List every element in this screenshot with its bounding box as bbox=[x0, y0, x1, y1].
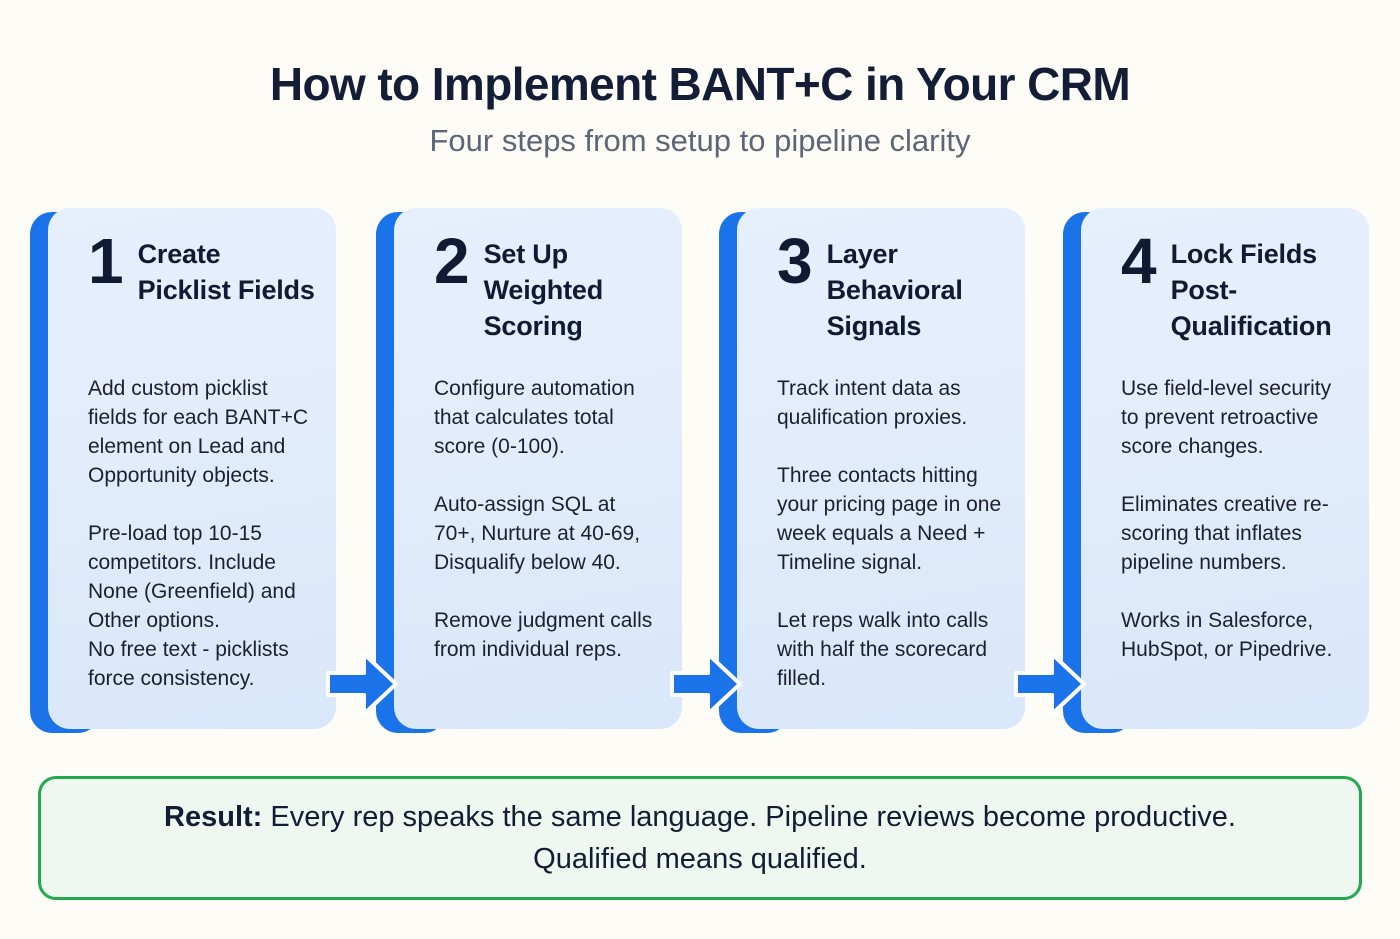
step-paragraph: Configure automation that calculates tot… bbox=[434, 377, 635, 458]
step-body-4: Use field-level security to prevent retr… bbox=[1121, 374, 1349, 664]
arrow-right-icon bbox=[324, 646, 400, 722]
result-banner: Result: Every rep speaks the same langua… bbox=[38, 776, 1362, 900]
step-paragraph: Let reps walk into calls with half the s… bbox=[777, 609, 989, 690]
step-number-3: 3 bbox=[777, 225, 813, 297]
step-title-2: Set Up Weighted Scoring bbox=[483, 239, 604, 341]
step-card-body-3: 3 Layer Behavioral Signals Track intent … bbox=[737, 208, 1025, 729]
step-card-body-2: 2 Set Up Weighted Scoring Configure auto… bbox=[394, 208, 682, 729]
step-card-4: 4 Lock Fields Post-Qualification Use fie… bbox=[1063, 208, 1369, 736]
step-body-2: Configure automation that calculates tot… bbox=[434, 374, 662, 664]
step-card-3: 3 Layer Behavioral Signals Track intent … bbox=[719, 208, 1025, 736]
step-paragraph: Remove judgment calls from individual re… bbox=[434, 609, 653, 661]
step-card-2: 2 Set Up Weighted Scoring Configure auto… bbox=[376, 208, 682, 736]
arrow-right-icon bbox=[668, 646, 744, 722]
step-title-1: Create Picklist Fields bbox=[137, 239, 315, 305]
step-paragraph: Add custom picklist fields for each BANT… bbox=[88, 377, 309, 487]
step-card-1: 1 Create Picklist Fields Add custom pick… bbox=[30, 208, 336, 736]
step-paragraph: Three contacts hitting your pricing page… bbox=[777, 464, 1002, 574]
page-subtitle: Four steps from setup to pipeline clarit… bbox=[429, 123, 971, 158]
step-number-2: 2 bbox=[434, 225, 470, 297]
result-label: Result: bbox=[164, 801, 263, 833]
arrow-right-icon bbox=[1012, 646, 1088, 722]
step-paragraph: Pre-load top 10-15 competitors. Include … bbox=[88, 522, 296, 690]
step-title-3: Layer Behavioral Signals bbox=[826, 239, 963, 341]
page-title: How to Implement BANT+C in Your CRM bbox=[269, 58, 1131, 110]
step-card-body-4: 4 Lock Fields Post-Qualification Use fie… bbox=[1081, 208, 1369, 729]
step-title-4: Lock Fields Post-Qualification bbox=[1170, 239, 1332, 341]
step-paragraph: Works in Salesforce, HubSpot, or Pipedri… bbox=[1121, 609, 1333, 661]
step-body-1: Add custom picklist fields for each BANT… bbox=[88, 374, 316, 693]
step-number-4: 4 bbox=[1121, 225, 1157, 297]
infographic-header: How to Implement BANT+C in Your CRM Four… bbox=[0, 0, 1400, 160]
step-number-1: 1 bbox=[88, 225, 124, 297]
step-header-2: 2 Set Up Weighted Scoring bbox=[434, 225, 662, 350]
step-paragraph: Use field-level security to prevent retr… bbox=[1121, 377, 1332, 458]
step-paragraph: Track intent data as qualification proxi… bbox=[777, 377, 968, 429]
step-card-body-1: 1 Create Picklist Fields Add custom pick… bbox=[48, 208, 336, 729]
step-paragraph: Eliminates creative re-scoring that infl… bbox=[1121, 493, 1329, 574]
step-header-4: 4 Lock Fields Post-Qualification bbox=[1121, 225, 1349, 350]
result-body: Every rep speaks the same language. Pipe… bbox=[262, 801, 1236, 875]
step-header-3: 3 Layer Behavioral Signals bbox=[777, 225, 1005, 350]
steps-row: 1 Create Picklist Fields Add custom pick… bbox=[0, 208, 1400, 738]
step-paragraph: Auto-assign SQL at 70+, Nurture at 40-69… bbox=[434, 493, 641, 574]
step-body-3: Track intent data as qualification proxi… bbox=[777, 374, 1005, 693]
result-text: Result: Every rep speaks the same langua… bbox=[111, 796, 1289, 880]
step-header-1: 1 Create Picklist Fields bbox=[88, 225, 316, 350]
